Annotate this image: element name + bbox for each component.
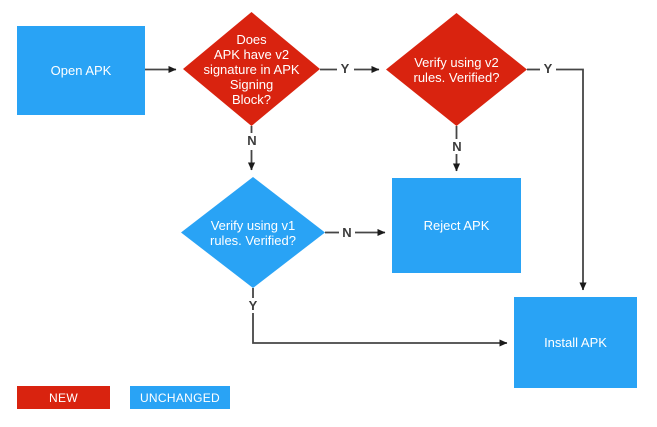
edge-verify-v2-yes [556,68,587,291]
legend-new-label: NEW [49,390,78,405]
edge-label-verify-v2-no: N [452,139,462,154]
legend-unchanged-label: UNCHANGED [139,390,221,405]
node-verify-v1 [181,177,325,288]
node-verify-v2 [386,13,527,126]
node-reject-apk [392,178,521,273]
node-open-apk [17,26,145,115]
legend-unchanged: UNCHANGED [130,386,230,409]
edge-label-has-v2-yes: Y [340,61,350,76]
edge-verify-v1-yes [252,313,508,347]
edge-label-verify-v1-yes: Y [248,298,258,313]
edge-label-verify-v1-no: N [342,225,352,240]
edge-label-has-v2-no: N [247,133,257,148]
legend-new: NEW [17,386,110,409]
node-has-v2-signature [183,12,320,126]
edge-label-verify-v2-yes: Y [543,61,553,76]
node-install-apk [514,297,637,388]
